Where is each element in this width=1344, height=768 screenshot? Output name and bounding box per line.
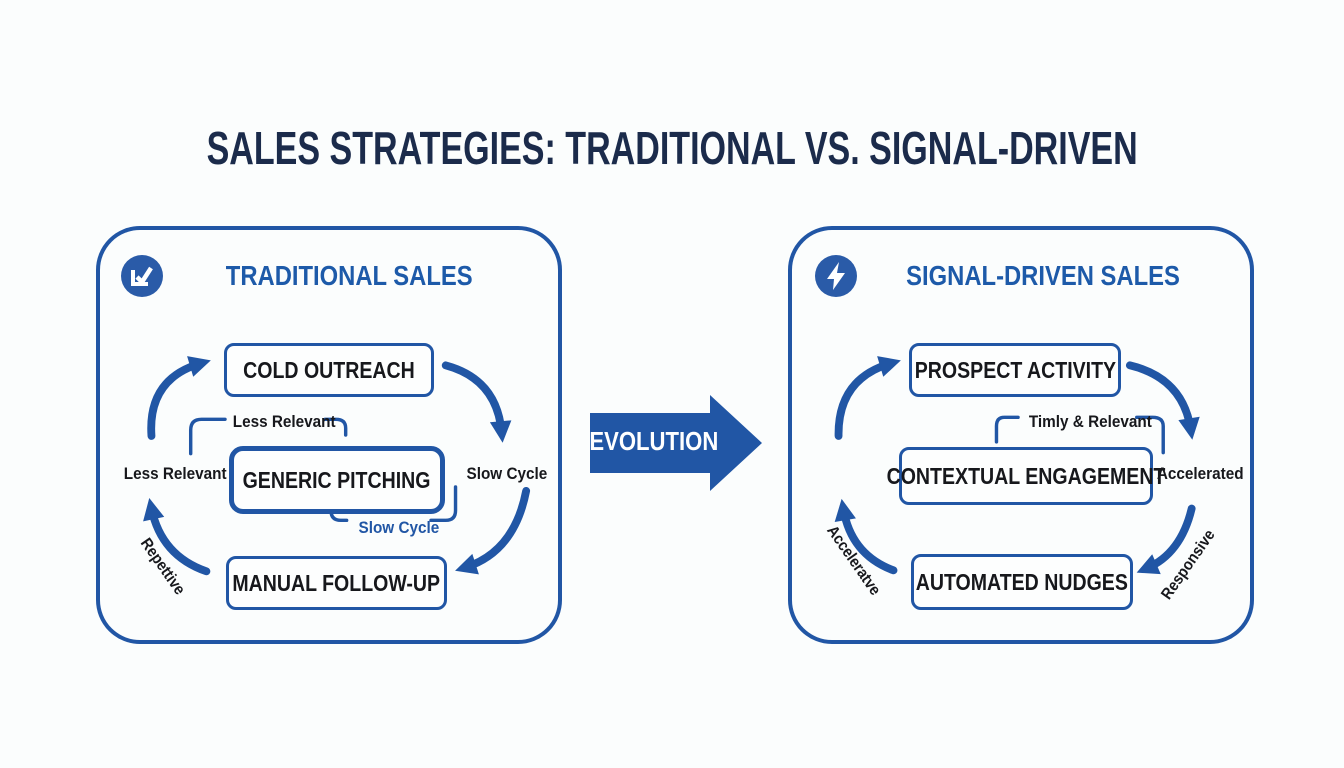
arrow-up-from-automated-nudges: [834, 498, 898, 575]
panel-title-text: SIGNAL-DRIVEN SALES: [906, 260, 1180, 291]
signal-cycle-arrows: [834, 356, 1200, 575]
arrow-into-automated-nudges: [1136, 504, 1196, 575]
bracket-slow-cycle-right: [429, 485, 458, 523]
bracket-timly-relevant-left: [994, 415, 1020, 444]
label-less-relevant-above: Less Relevant: [227, 412, 336, 432]
evolution-arrow: EVOLUTION: [590, 395, 762, 491]
panel-title-traditional: TRADITIONAL SALES: [204, 258, 494, 294]
label-less-relevant-side: Less Relevant: [118, 464, 227, 484]
bracket-less-relevant-left: [188, 417, 227, 456]
arrow-down-from-prospect-activity: [1125, 361, 1200, 440]
node-manual-follow-up: MANUAL FOLLOW-UP: [226, 556, 447, 610]
node-label: PROSPECT ACTIVITY: [914, 356, 1116, 383]
traditional-sales-panel: TRADITIONAL SALES COLD OUTREACH GENERIC …: [96, 226, 562, 644]
label-timly-relevant: Timly & Relevant: [1022, 412, 1152, 432]
label-text: Slow Cycle: [358, 518, 440, 537]
lightning-icon: [814, 254, 858, 298]
evolution-label-text: EVOLUTION: [589, 425, 719, 456]
label-text: Less Relevant: [123, 464, 227, 483]
node-label: AUTOMATED NUDGES: [915, 568, 1129, 595]
node-generic-pitching: GENERIC PITCHING: [229, 446, 445, 514]
bracket-less-relevant-right: [323, 417, 348, 437]
arrow-up-to-cold-outreach: [147, 356, 211, 440]
right-arrow-shape: [590, 395, 762, 491]
arrow-up-to-prospect-activity: [834, 356, 901, 440]
label-text: Timly & Relevant: [1028, 412, 1152, 431]
node-label: COLD OUTREACH: [243, 356, 415, 383]
traditional-cycle-arrows: [143, 356, 531, 576]
arrow-down-from-cold-outreach: [441, 361, 512, 443]
label-slow-cycle-side: Slow Cycle: [462, 464, 547, 484]
signal-driven-sales-panel: SIGNAL-DRIVEN SALES PROSPECT ACTIVITY CO…: [788, 226, 1254, 644]
label-text: Accelerated: [1156, 464, 1244, 483]
node-contextual-engagement: CONTEXTUAL ENGAGEMENT: [887, 447, 1165, 505]
panel-title-signal-driven: SIGNAL-DRIVEN SALES: [882, 258, 1204, 294]
arrow-up-from-manual-follow-up: [143, 498, 211, 576]
label-text: Less Relevant: [232, 412, 336, 431]
arrow-into-manual-follow-up: [455, 486, 531, 575]
page-title: SALES STRATEGIES: TRADITIONAL VS. SIGNAL…: [0, 121, 1344, 175]
check-box-icon: [120, 254, 164, 298]
node-prospect-activity: PROSPECT ACTIVITY: [909, 343, 1121, 397]
label-accelerated-side: Accelerated: [1152, 464, 1248, 484]
evolution-label: EVOLUTION: [589, 411, 719, 471]
node-label: CONTEXTUAL ENGAGEMENT: [886, 462, 1166, 489]
label-text: Slow Cycle: [466, 464, 548, 483]
node-cold-outreach: COLD OUTREACH: [224, 343, 434, 397]
node-automated-nudges: AUTOMATED NUDGES: [911, 554, 1133, 610]
node-label: GENERIC PITCHING: [243, 466, 431, 493]
node-label: MANUAL FOLLOW-UP: [232, 569, 441, 596]
label-slow-cycle-below: Slow Cycle: [354, 518, 439, 538]
panel-title-text: TRADITIONAL SALES: [225, 260, 473, 291]
bracket-timly-relevant-right: [1135, 415, 1165, 455]
page-title-text: SALES STRATEGIES: TRADITIONAL VS. SIGNAL…: [206, 121, 1138, 174]
